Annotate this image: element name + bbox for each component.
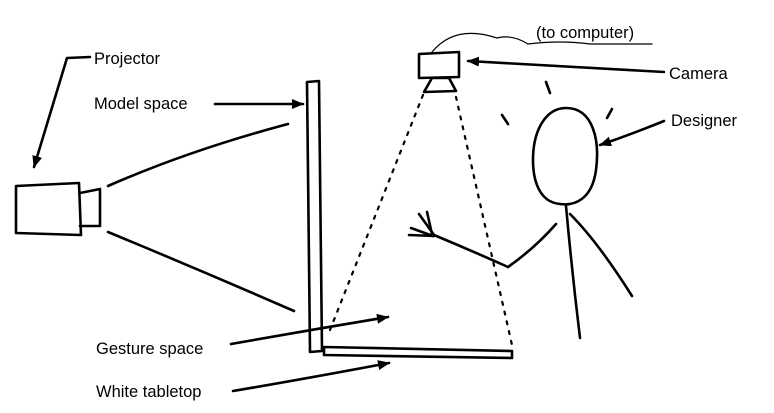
projector-drawing (14, 122, 296, 313)
label-designer: Designer (671, 112, 738, 130)
arrow-camera (466, 56, 666, 74)
arrow-projector (32, 55, 92, 169)
label-gesture-space: Gesture space (96, 340, 203, 358)
label-arrows (32, 55, 666, 393)
white-tabletop (322, 345, 514, 360)
label-to-computer: (to computer) (536, 24, 634, 42)
arrow-designer (598, 119, 666, 147)
camera-drawing (328, 32, 653, 347)
label-projector: Projector (94, 50, 161, 68)
label-white-tabletop: White tabletop (96, 383, 201, 401)
designer-figure (407, 80, 634, 340)
arrow-gesture-space (229, 313, 390, 346)
label-camera: Camera (669, 65, 729, 83)
model-space-screen (305, 79, 324, 354)
label-model-space: Model space (94, 95, 188, 113)
arrow-white-tabletop (231, 360, 391, 393)
